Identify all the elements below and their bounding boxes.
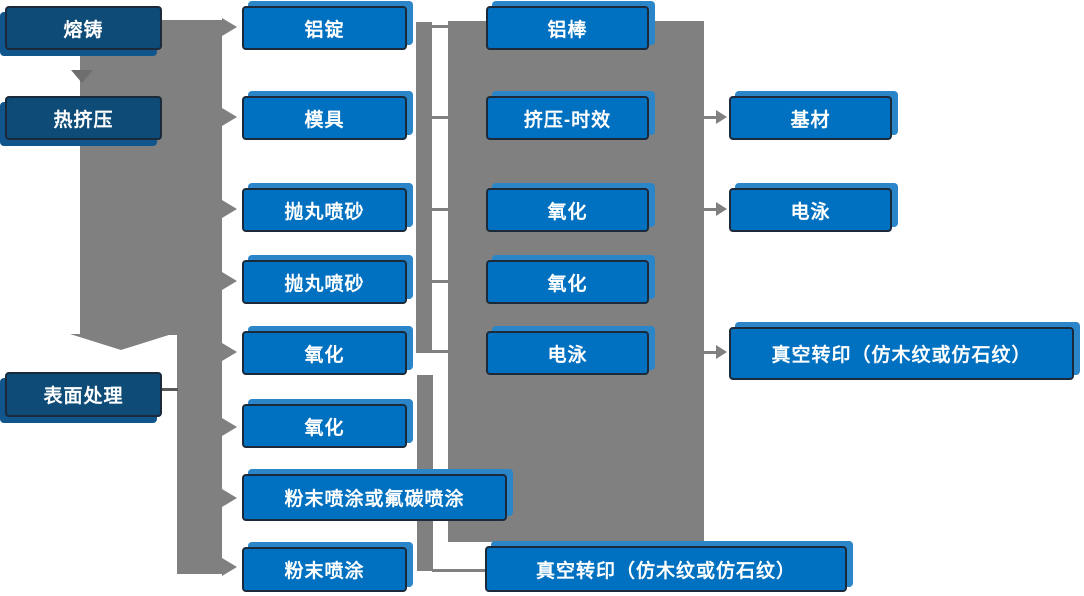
- node-aluminum-ingot: 铝锭: [242, 6, 407, 50]
- node-melting-casting: 熔铸: [5, 6, 162, 50]
- node-powder-or-fluorocarbon-coating: 粉末喷涂或氟碳喷涂: [242, 474, 507, 521]
- arrow-head-row8: [222, 558, 237, 576]
- arrow-head-row5: [222, 343, 237, 361]
- node-oxidation-3: 氧化: [486, 188, 649, 232]
- connector-tie-row3: [430, 208, 450, 211]
- arrow-head-row4: [222, 272, 237, 290]
- node-extrusion-aging: 挤压-时效: [486, 96, 649, 140]
- node-mold: 模具: [242, 96, 407, 140]
- arrow-shaft-vacuum-transfer: [704, 351, 718, 354]
- node-surface-treatment: 表面处理: [5, 372, 162, 417]
- node-vacuum-transfer-print-right: 真空转印（仿木纹或仿石纹）: [729, 327, 1074, 380]
- arrow-head-vacuum-transfer: [716, 345, 727, 359]
- node-electrophoresis-2: 电泳: [729, 188, 892, 232]
- arrow-head-row3: [222, 200, 237, 218]
- connector-tie-row2: [430, 116, 450, 119]
- node-electrophoresis-1: 电泳: [486, 331, 649, 375]
- node-oxidation-1: 氧化: [242, 331, 407, 375]
- node-shot-blasting-1: 抛丸喷砂: [242, 188, 407, 232]
- connector-bar-middle-lower: [417, 375, 433, 571]
- node-shot-blasting-2: 抛丸喷砂: [242, 260, 407, 304]
- connector-tie-row8: [432, 569, 492, 572]
- node-oxidation-2: 氧化: [242, 404, 407, 448]
- arrow-head-row1: [222, 18, 237, 36]
- arrow-head-electrophoresis: [716, 202, 727, 216]
- connector-block-left: [80, 20, 222, 335]
- node-vacuum-transfer-print-bottom: 真空转印（仿木纹或仿石纹）: [485, 546, 847, 592]
- node-aluminum-rod: 铝棒: [486, 6, 649, 50]
- arrow-head-row6: [222, 418, 237, 436]
- connector-bar-left-lower: [177, 335, 222, 574]
- connector-bar-middle-upper: [416, 22, 432, 353]
- connector-tie-row5: [430, 350, 450, 353]
- down-arrow-head-surface-treatment: [70, 334, 172, 350]
- connector-tie-row4: [430, 280, 450, 283]
- node-powder-coating: 粉末喷涂: [242, 547, 407, 592]
- arrow-head-row2: [222, 108, 237, 126]
- node-substrate: 基材: [729, 96, 892, 140]
- arrow-head-substrate: [716, 110, 727, 124]
- connector-line-surface-treatment: [162, 388, 178, 391]
- connector-tie-row1: [430, 25, 450, 28]
- node-hot-extrusion: 热挤压: [5, 96, 162, 140]
- arrow-shaft-substrate: [704, 116, 718, 119]
- down-arrow-head-hot-extrusion: [71, 70, 93, 83]
- node-oxidation-4: 氧化: [486, 260, 649, 304]
- arrow-shaft-electrophoresis: [704, 208, 718, 211]
- arrow-head-row7: [222, 489, 237, 507]
